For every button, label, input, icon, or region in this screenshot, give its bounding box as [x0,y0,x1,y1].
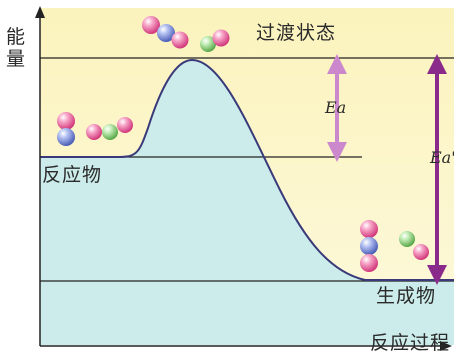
reactant-molecules [57,112,133,146]
x-axis-label: 反应过程 [370,332,451,354]
y-axis-label: 能量 [6,26,26,70]
energy-curve [40,58,454,281]
reactants-label: 反应物 [42,164,103,186]
y-axis-arrowhead [35,6,45,18]
transition-state-molecule [142,16,230,52]
product-molecules [360,220,429,272]
x-axis-arrowhead [440,341,452,351]
activation-energy-label: Ea [325,98,347,117]
transition-state-label: 过渡状态 [256,22,337,44]
energy-area [40,60,454,345]
reverse-activation-energy-label: Ea' [430,148,454,167]
products-label: 生成物 [376,285,437,307]
